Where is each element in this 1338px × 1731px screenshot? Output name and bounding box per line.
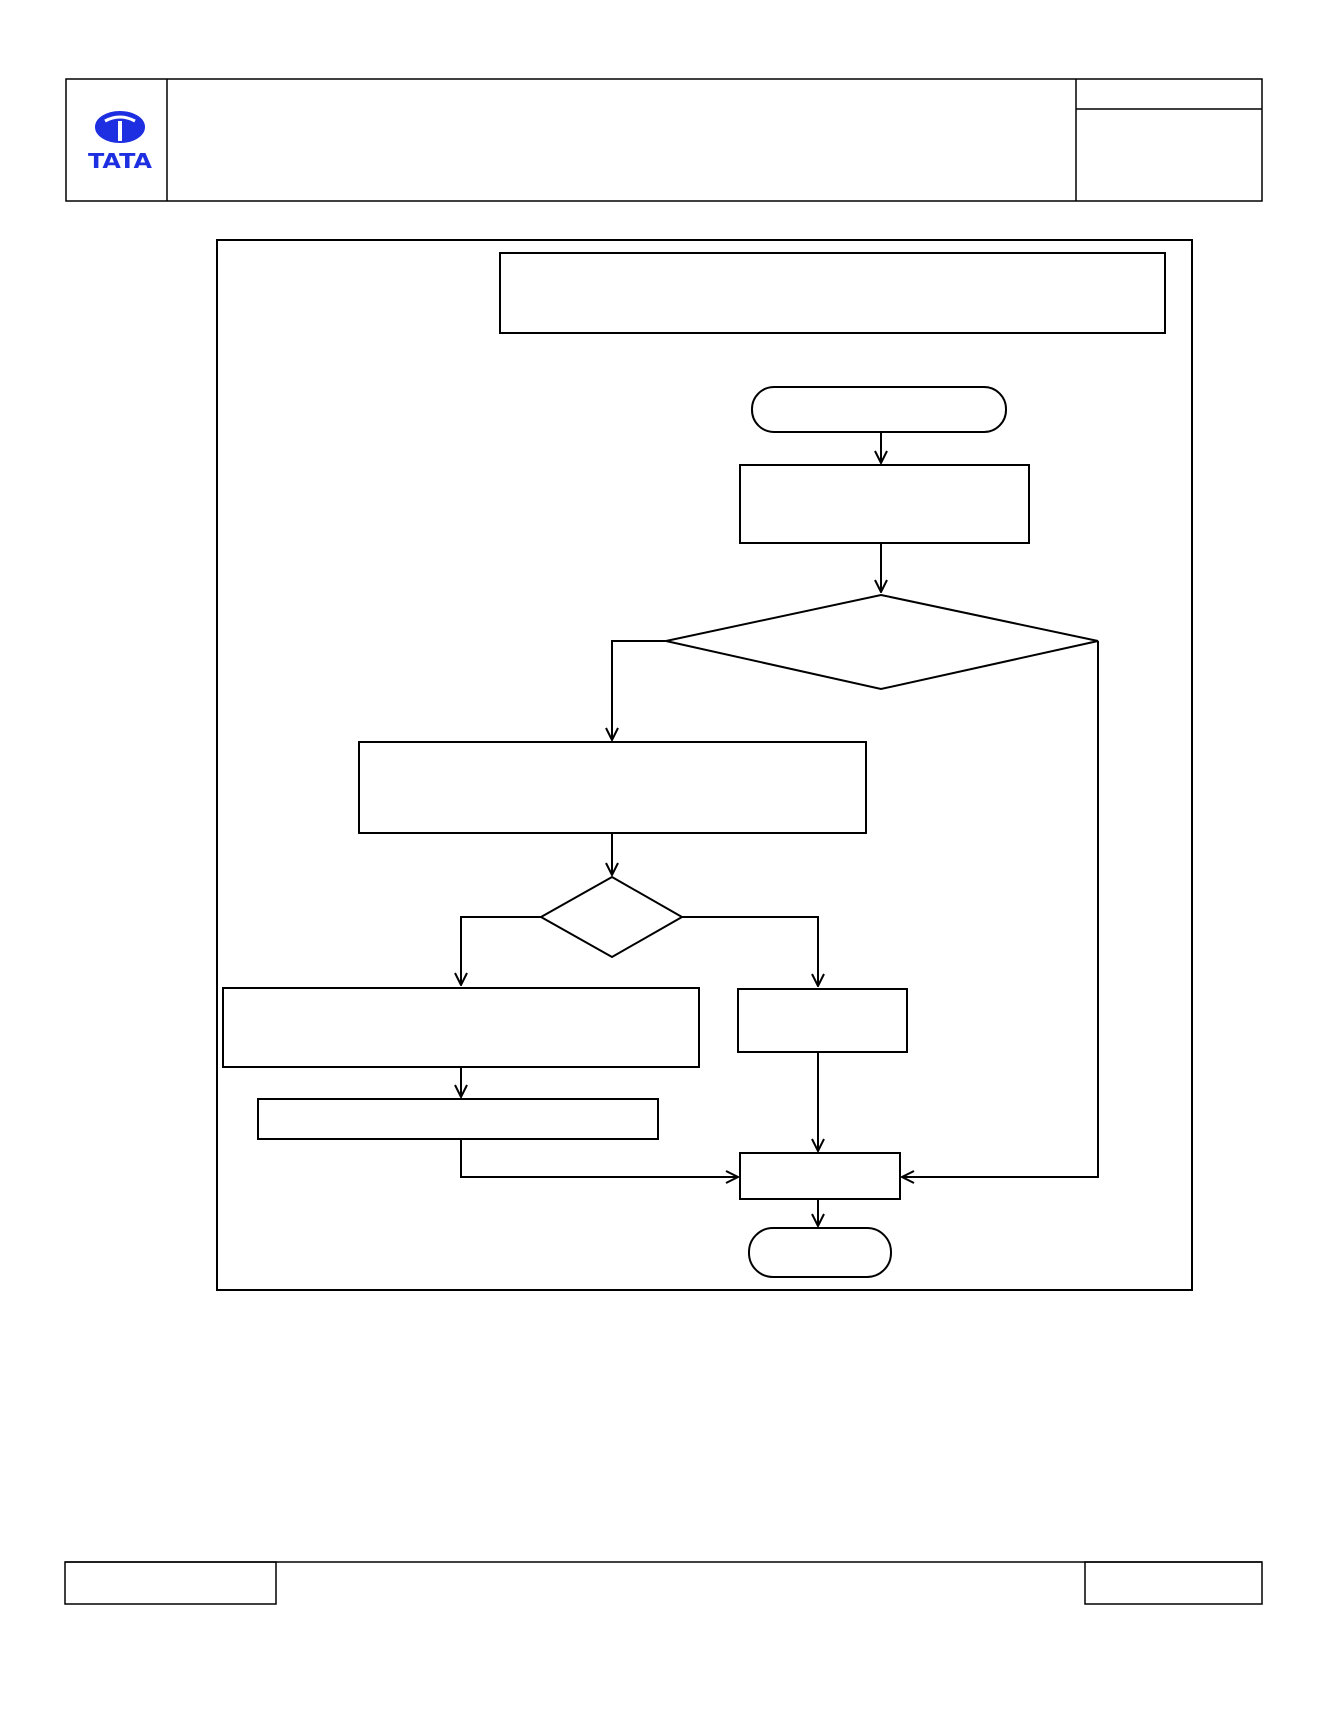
tata-emblem-icon [95,111,145,143]
process-step-1 [739,464,1030,544]
end-terminator [748,1227,892,1278]
process-step-3-right [737,988,908,1053]
start-terminator [751,386,1007,433]
connector-step4-to-final [460,1139,738,1177]
process-step-2 [358,741,867,834]
decision-1 [665,593,1099,691]
flowchart-frame [216,239,1193,1291]
connector-decision1-left-to-step2 [612,640,666,740]
footer-table [64,1561,1263,1605]
flowchart-title-box [499,252,1166,334]
process-step-4-left [257,1098,659,1140]
tata-wordmark: TATA [88,149,153,173]
tata-logo: TATA [88,111,153,173]
decision-2 [538,875,685,959]
connector-decision2-left-to-step3 [461,916,541,985]
process-step-3-left [222,987,700,1068]
process-step-final [739,1152,901,1200]
connector-decision2-right-to-step3 [682,916,818,986]
connector-decision1-right-to-final [902,641,1099,1177]
header-table [65,78,1263,202]
